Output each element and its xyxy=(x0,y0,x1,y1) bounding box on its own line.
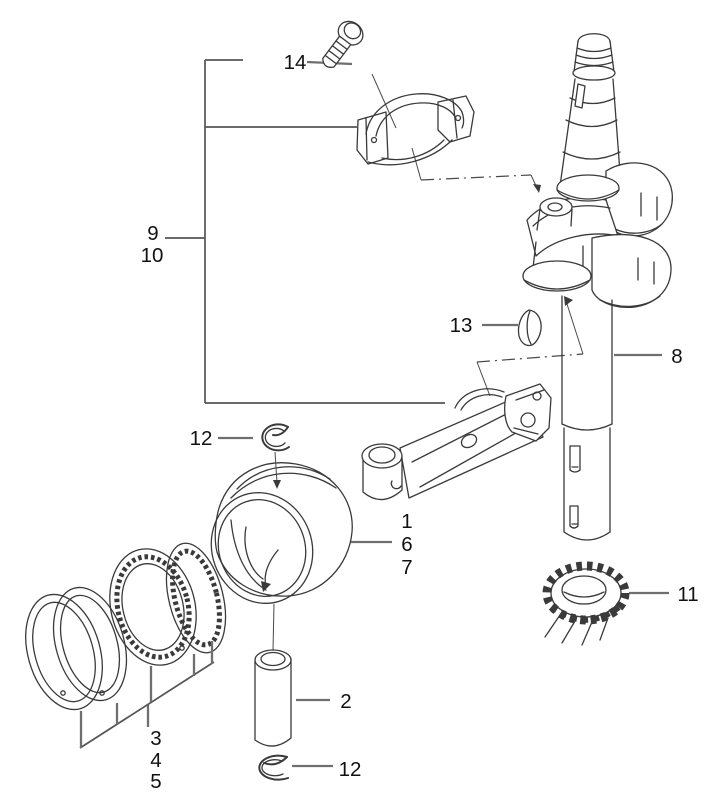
piston-pin-illustration xyxy=(254,649,292,747)
piston-rings-illustration xyxy=(25,542,227,749)
callout-bracket xyxy=(165,59,445,404)
callout-4: 4 xyxy=(150,749,161,772)
callout-7: 7 xyxy=(401,556,412,579)
timing-gear-illustration xyxy=(542,561,630,646)
callout-12-top: 12 xyxy=(190,427,213,450)
callout-12-bottom: 12 xyxy=(339,758,362,781)
callout-13: 13 xyxy=(450,314,473,337)
callout-10: 10 xyxy=(141,244,164,267)
connecting-rod-illustration xyxy=(361,383,552,501)
callout-8: 8 xyxy=(671,345,682,368)
piston-illustration xyxy=(210,451,353,651)
callout-1: 1 xyxy=(401,510,412,533)
callout-11: 11 xyxy=(677,583,698,606)
leader-lines xyxy=(146,60,669,768)
callout-14: 14 xyxy=(284,51,307,74)
crankshaft-illustration xyxy=(522,33,673,541)
callout-6: 6 xyxy=(401,533,412,556)
callout-5: 5 xyxy=(150,770,161,792)
rod-cap-illustration xyxy=(356,93,475,166)
circlip-bottom-illustration xyxy=(258,754,289,781)
callout-3: 3 xyxy=(150,727,161,750)
circlip-top-illustration xyxy=(261,423,290,452)
callout-2: 2 xyxy=(340,690,351,713)
rod-bolt-illustration xyxy=(322,20,364,68)
woodruff-key-illustration xyxy=(517,309,542,347)
callout-9: 9 xyxy=(147,222,158,245)
